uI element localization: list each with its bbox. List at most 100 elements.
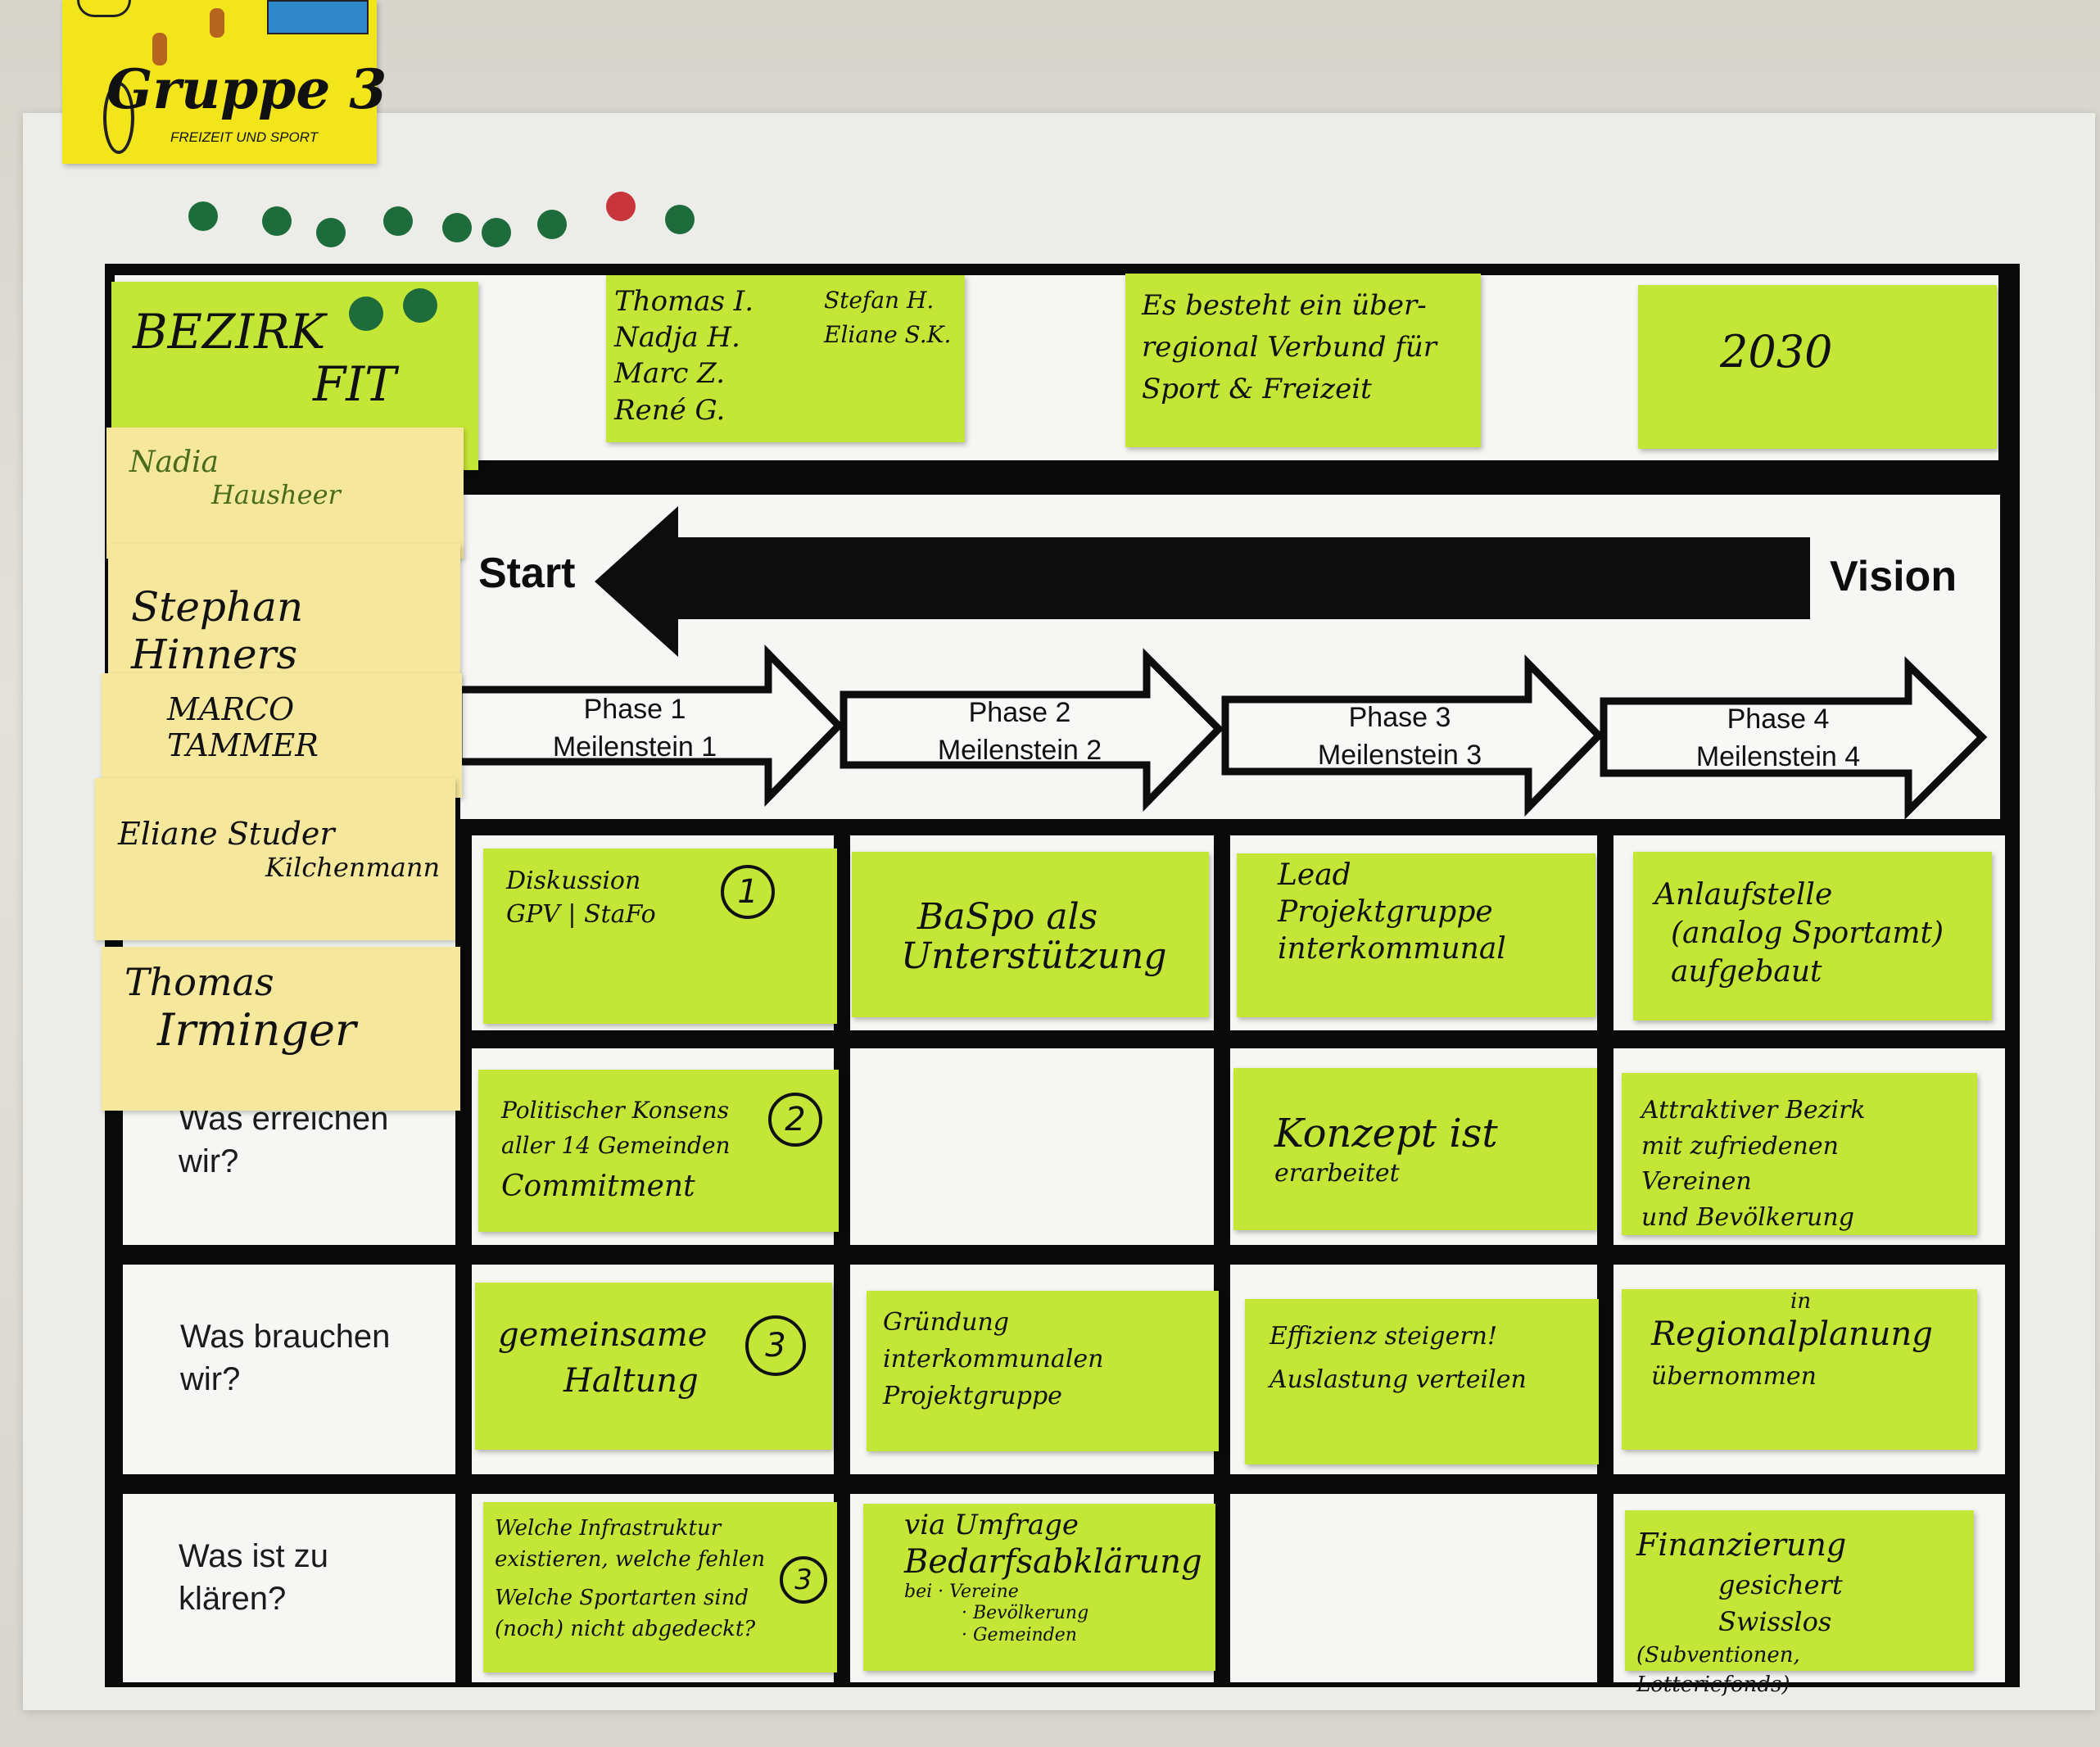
task-note: Konzept ist erarbeitet	[1233, 1068, 1597, 1230]
grid-cell	[123, 1494, 455, 1682]
name-line: Stephan Hinners	[131, 583, 304, 678]
name-line: Nadia	[129, 446, 219, 479]
task-note: Anlaufstelle (analog Sportamt) aufgebaut	[1633, 852, 1992, 1021]
note-line: Lead	[1278, 858, 1351, 892]
team-list-2: Stefan H. Eliane S.K.	[824, 283, 951, 352]
note-line: (noch) nicht abgedeckt?	[495, 1617, 756, 1642]
name-line: Hausheer	[211, 479, 341, 510]
bicycle-illustration	[77, 0, 131, 17]
team-member: Thomas I.	[614, 285, 754, 318]
task-note: BaSpo als Unterstützung	[852, 852, 1209, 1017]
name-note: MARCO TAMMER	[102, 673, 462, 798]
row-label-need: Was brauchen wir?	[180, 1315, 390, 1401]
row-label-line: Was ist zu	[179, 1538, 328, 1574]
grid-cell	[123, 1265, 455, 1474]
vision-line: Es besteht ein über-	[1142, 289, 1427, 322]
note-line: via Umfrage	[904, 1509, 1079, 1541]
note-line: gemeinsame	[498, 1316, 708, 1354]
team-member: Nadja H.	[614, 321, 740, 355]
vision-line: regional Verbund für	[1142, 331, 1437, 364]
milestone-title: Meilenstein 4	[1695, 740, 1861, 772]
figure-illustration	[152, 33, 167, 66]
row-label-line: Was brauchen	[180, 1319, 391, 1355]
note-line: Gründung interkommunalen	[883, 1308, 1104, 1374]
name-note: Nadia Hausheer	[106, 428, 464, 559]
task-note: Finanzierung gesichert Swisslos (Subvent…	[1625, 1510, 1974, 1697]
name-line: Irminger	[157, 1004, 356, 1056]
title-line: FIT	[313, 355, 396, 412]
phase-title: Phase 1	[583, 694, 686, 725]
name-line: Eliane Studer	[118, 816, 335, 852]
phase-arrow-1	[459, 644, 844, 808]
name-note: Stephan Hinners	[108, 544, 460, 683]
group-card	[62, 0, 377, 164]
note-line: Attraktiver Bezirk	[1641, 1096, 1866, 1125]
note-line: Konzept ist	[1274, 1111, 1498, 1156]
note-line: Haltung	[563, 1362, 699, 1400]
row-label-clarify: Was ist zu klären?	[179, 1535, 328, 1620]
card-subtitle: FREIZEIT UND SPORT	[170, 129, 319, 145]
vote-dot	[316, 218, 346, 247]
note-line: Finanzierung	[1636, 1527, 1847, 1563]
phase-title: Phase 2	[968, 697, 1071, 728]
vote-dot	[665, 205, 695, 234]
note-line: übernommen	[1651, 1362, 1817, 1392]
vision-note: Es besteht ein über- regional Verbund fü…	[1125, 274, 1481, 447]
vote-dot	[383, 206, 413, 236]
note-line: Unterstützung	[901, 935, 1167, 978]
note-line: (analog Sportamt)	[1671, 916, 1944, 950]
task-note: gemeinsame Haltung 3	[475, 1283, 832, 1450]
task-note: Attraktiver Bezirk mit zufriedenen Verei…	[1622, 1073, 1977, 1235]
task-note: Lead Projektgruppe interkommunal	[1237, 853, 1595, 1017]
vote-dot	[537, 210, 567, 239]
team-member: Marc Z.	[614, 357, 726, 391]
start-label: Start	[478, 550, 576, 597]
note-line: (Subventionen, Lotteriefonds)	[1636, 1642, 1800, 1698]
title-line: BEZIRK	[133, 304, 326, 360]
task-note: via Umfrage Bedarfsabklärung bei · Verei…	[863, 1504, 1215, 1671]
priority-number: 2	[768, 1093, 822, 1147]
team-note: Thomas I. Nadja H. Marc Z. René G. Stefa…	[606, 275, 965, 442]
priority-number: 3	[780, 1556, 827, 1604]
phase-3-label: Phase 3 Meilenstein 3	[1265, 699, 1535, 775]
note-line: Welche Infrastruktur	[495, 1516, 722, 1541]
phase-arrow-4	[1600, 656, 1988, 820]
phase-4-label: Phase 4 Meilenstein 4	[1643, 701, 1913, 776]
name-line: Kilchenmann	[265, 852, 441, 883]
note-line: · Bevölkerung	[962, 1603, 1089, 1624]
note-line: Effizienz steigern!	[1270, 1322, 1498, 1351]
phase-arrow-2	[840, 648, 1224, 812]
pool-illustration	[267, 0, 369, 34]
vision-label: Vision	[1830, 553, 1957, 600]
name-line: Thomas	[124, 960, 274, 1004]
note-line: Bedarfsabklärung	[904, 1542, 1202, 1581]
vote-dot	[262, 206, 292, 236]
phase-2-label: Phase 2 Meilenstein 2	[885, 695, 1155, 770]
note-line: Projektgruppe	[883, 1382, 1062, 1410]
team-list-1: Thomas I. Nadja H. Marc Z. René G.	[614, 283, 754, 428]
task-note: in Regionalplanung übernommen	[1622, 1289, 1977, 1450]
note-line: Regionalplanung	[1651, 1315, 1933, 1354]
milestone-title: Meilenstein 2	[937, 734, 1102, 766]
figure-illustration	[210, 8, 224, 38]
note-line: in	[1790, 1289, 1812, 1314]
task-note: Effizienz steigern! Auslastung verteilen	[1245, 1299, 1599, 1464]
note-line: Anlaufstelle	[1654, 878, 1833, 912]
task-note: Diskussion GPV | StaFo 1	[483, 849, 837, 1024]
team-member: Stefan H.	[824, 287, 935, 314]
note-line: gesichert Swisslos	[1718, 1569, 1843, 1637]
big-arrow-icon	[590, 491, 598, 541]
name-line: TAMMER	[167, 727, 319, 763]
name-note: Thomas Irminger	[102, 947, 460, 1111]
note-line: Commitment	[501, 1169, 695, 1203]
unicycle-illustration	[103, 82, 134, 154]
grid-cell	[850, 1048, 1214, 1245]
phase-arrows	[459, 644, 1988, 820]
year-value: 2030	[1720, 326, 1833, 378]
priority-number: 1	[721, 865, 775, 919]
note-line: bei · Vereine	[904, 1581, 1019, 1602]
vision-line: Sport & Freizeit	[1142, 373, 1372, 405]
row-label-line: wir?	[180, 1361, 241, 1397]
vote-dot	[188, 201, 218, 231]
note-line: GPV | StaFo	[506, 899, 656, 929]
